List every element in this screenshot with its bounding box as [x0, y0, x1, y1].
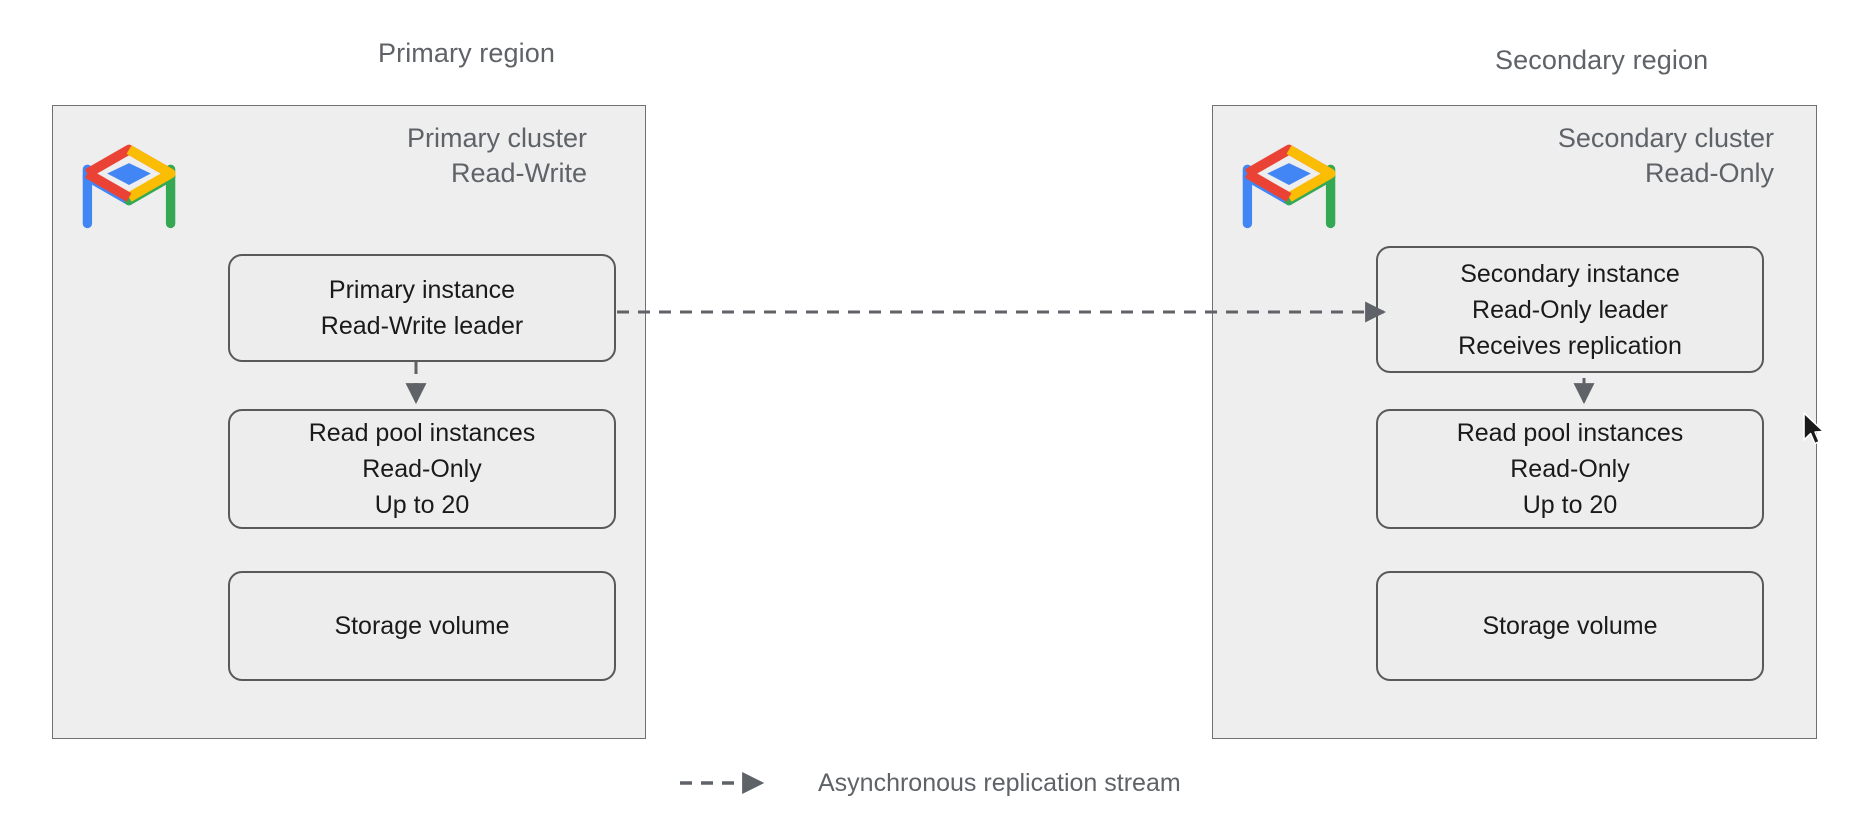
node-secondary-storage-volume[interactable]: Storage volume	[1376, 571, 1764, 681]
cluster-title-primary: Primary cluster Read-Write	[406, 123, 587, 188]
mouse-pointer-icon	[1803, 412, 1825, 445]
cluster-box-primary: Primary cluster Read-Write Primary insta…	[52, 105, 646, 739]
dashed-arrow-icon	[680, 772, 765, 794]
node-primary-read-pool[interactable]: Read pool instances Read-Only Up to 20	[228, 409, 616, 529]
region-label-primary: Primary region	[378, 38, 555, 68]
cluster-box-secondary: Secondary cluster Read-Only Secondary in…	[1212, 105, 1817, 739]
alloydb-logo-icon	[82, 144, 176, 229]
region-label-secondary: Secondary region	[1495, 45, 1709, 75]
node-primary-storage-volume[interactable]: Storage volume	[228, 571, 616, 681]
node-secondary-instance[interactable]: Secondary instance Read-Only leader Rece…	[1376, 246, 1764, 373]
cluster-title-secondary: Secondary cluster Read-Only	[1557, 123, 1774, 188]
node-primary-instance[interactable]: Primary instance Read-Write leader	[228, 254, 616, 362]
alloydb-logo-icon	[1242, 144, 1336, 229]
legend: Asynchronous replication stream	[678, 768, 1181, 798]
legend-label: Asynchronous replication stream	[818, 769, 1181, 797]
node-secondary-read-pool[interactable]: Read pool instances Read-Only Up to 20	[1376, 409, 1764, 529]
